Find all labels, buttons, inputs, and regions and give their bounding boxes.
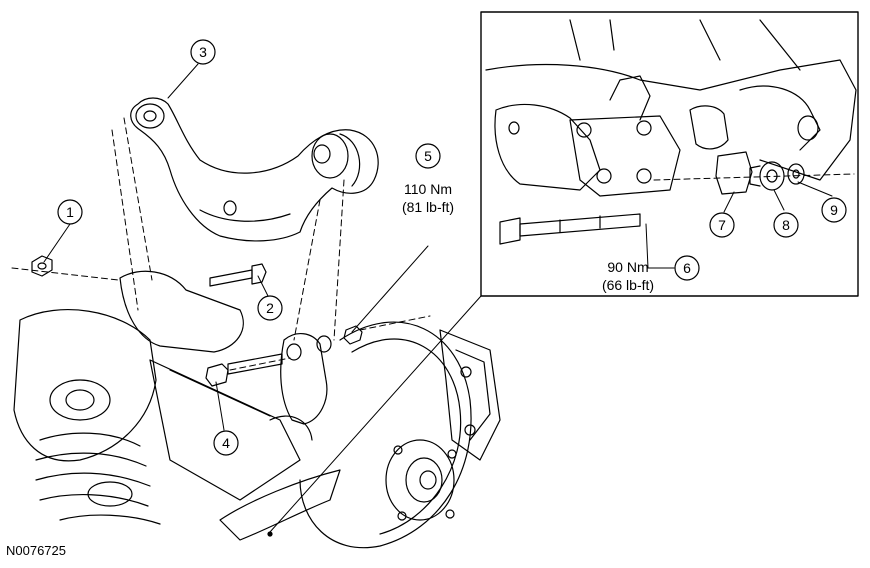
callout-4: 4 xyxy=(213,430,239,456)
lower-control-arm xyxy=(149,359,301,501)
knuckle-arm xyxy=(219,469,341,541)
nut-part xyxy=(31,255,53,277)
torque-spec-5: 110 Nm (81 lb-ft) xyxy=(402,181,454,215)
svg-text:9: 9 xyxy=(830,202,838,218)
callout-7: 7 xyxy=(709,212,735,238)
svg-text:6: 6 xyxy=(683,260,691,276)
knuckle-bracket xyxy=(119,270,332,441)
inset-leader-line xyxy=(269,295,482,533)
inset-leader-dot xyxy=(267,531,273,537)
upper-control-arm xyxy=(130,97,379,242)
bolt-part xyxy=(209,263,267,287)
brake-caliper xyxy=(439,329,501,461)
svg-text:110 Nm: 110 Nm xyxy=(404,181,452,197)
svg-text:2: 2 xyxy=(266,300,274,316)
figure-id: N0076725 xyxy=(6,543,66,558)
bracket-part xyxy=(715,151,753,195)
inset-subframe xyxy=(485,19,857,197)
nut-part xyxy=(343,325,363,345)
svg-text:3: 3 xyxy=(199,44,207,60)
callout-6: 6 xyxy=(674,255,700,281)
bolt-part xyxy=(499,213,641,245)
svg-text:8: 8 xyxy=(782,217,790,233)
inset-frame xyxy=(480,11,859,297)
callout-leaders xyxy=(43,63,833,431)
assembly-lines xyxy=(11,117,855,371)
torque-spec-6: 90 Nm (66 lb-ft) xyxy=(602,259,654,293)
washer-part xyxy=(787,163,805,185)
callout-8: 8 xyxy=(773,212,799,238)
svg-text:1: 1 xyxy=(66,204,74,220)
bolt-part xyxy=(205,353,283,387)
callout-2: 2 xyxy=(257,295,283,321)
svg-text:7: 7 xyxy=(718,217,726,233)
svg-text:5: 5 xyxy=(424,148,432,164)
callout-5: 5 xyxy=(415,143,441,169)
svg-text:4: 4 xyxy=(222,435,230,451)
svg-text:(66 lb-ft): (66 lb-ft) xyxy=(602,277,654,293)
svg-text:90 Nm: 90 Nm xyxy=(607,259,648,275)
callout-1: 1 xyxy=(57,199,83,225)
svg-text:(81 lb-ft): (81 lb-ft) xyxy=(402,199,454,215)
coil-spring-strut xyxy=(13,309,161,525)
callout-3: 3 xyxy=(190,39,216,65)
brake-rotor xyxy=(299,321,472,549)
callout-9: 9 xyxy=(821,197,847,223)
